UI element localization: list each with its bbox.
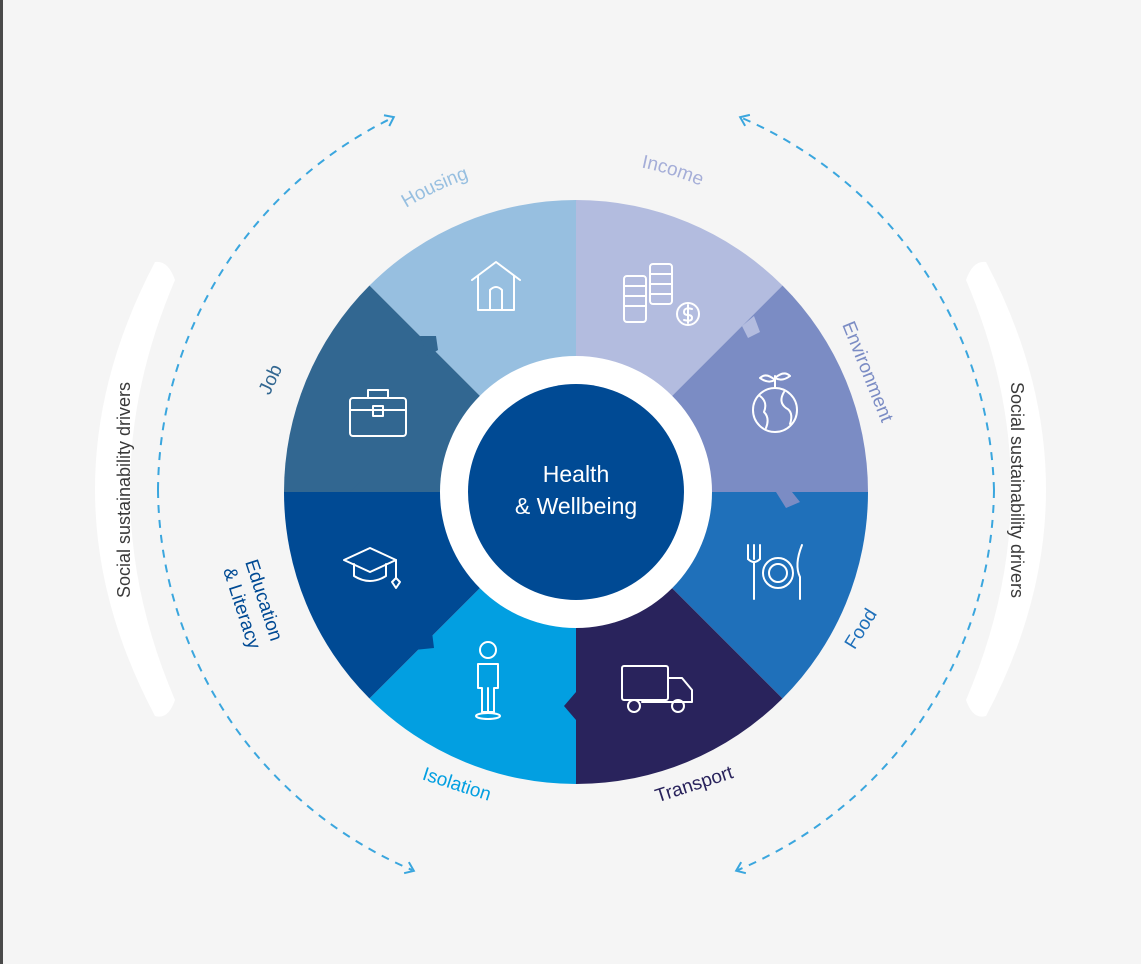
dashed-arrow-right-bottom	[734, 489, 995, 875]
dashed-arrow-left-top	[157, 114, 396, 491]
center-circle	[468, 384, 684, 600]
briefcase-icon	[349, 389, 407, 437]
plate-cutlery-icon	[747, 544, 803, 600]
notch-environment-food	[776, 492, 800, 508]
label-income: Income	[640, 152, 707, 191]
label-isolation: Isolation	[420, 764, 494, 806]
label-housing: Housing	[398, 163, 471, 212]
coins-icon	[623, 263, 700, 326]
side-label-right: Social sustainability drivers	[1007, 382, 1027, 598]
label-food: Food	[841, 605, 882, 653]
notch-job-housing	[420, 336, 438, 356]
right-side-pill	[966, 261, 1046, 717]
notch-education-isolation	[412, 632, 434, 650]
dashed-arrow-right-top	[738, 113, 995, 491]
person-icon	[475, 641, 501, 720]
center-label-line1: Health	[543, 461, 609, 487]
dashed-arrow-left-bottom	[157, 489, 416, 875]
notch-job-education	[350, 480, 376, 492]
label-job: Job	[255, 361, 287, 398]
notch-income-environment	[742, 316, 760, 338]
globe-sprout-icon	[752, 372, 798, 433]
truck-icon	[621, 665, 693, 713]
notch-transport-isolation	[564, 692, 576, 720]
side-label-left: Social sustainability drivers	[114, 382, 134, 598]
left-side-pill	[95, 261, 175, 717]
house-icon	[471, 261, 521, 311]
left-border-line	[0, 0, 3, 964]
center-label-line2: & Wellbeing	[515, 493, 637, 519]
graduation-cap-icon	[343, 547, 401, 589]
